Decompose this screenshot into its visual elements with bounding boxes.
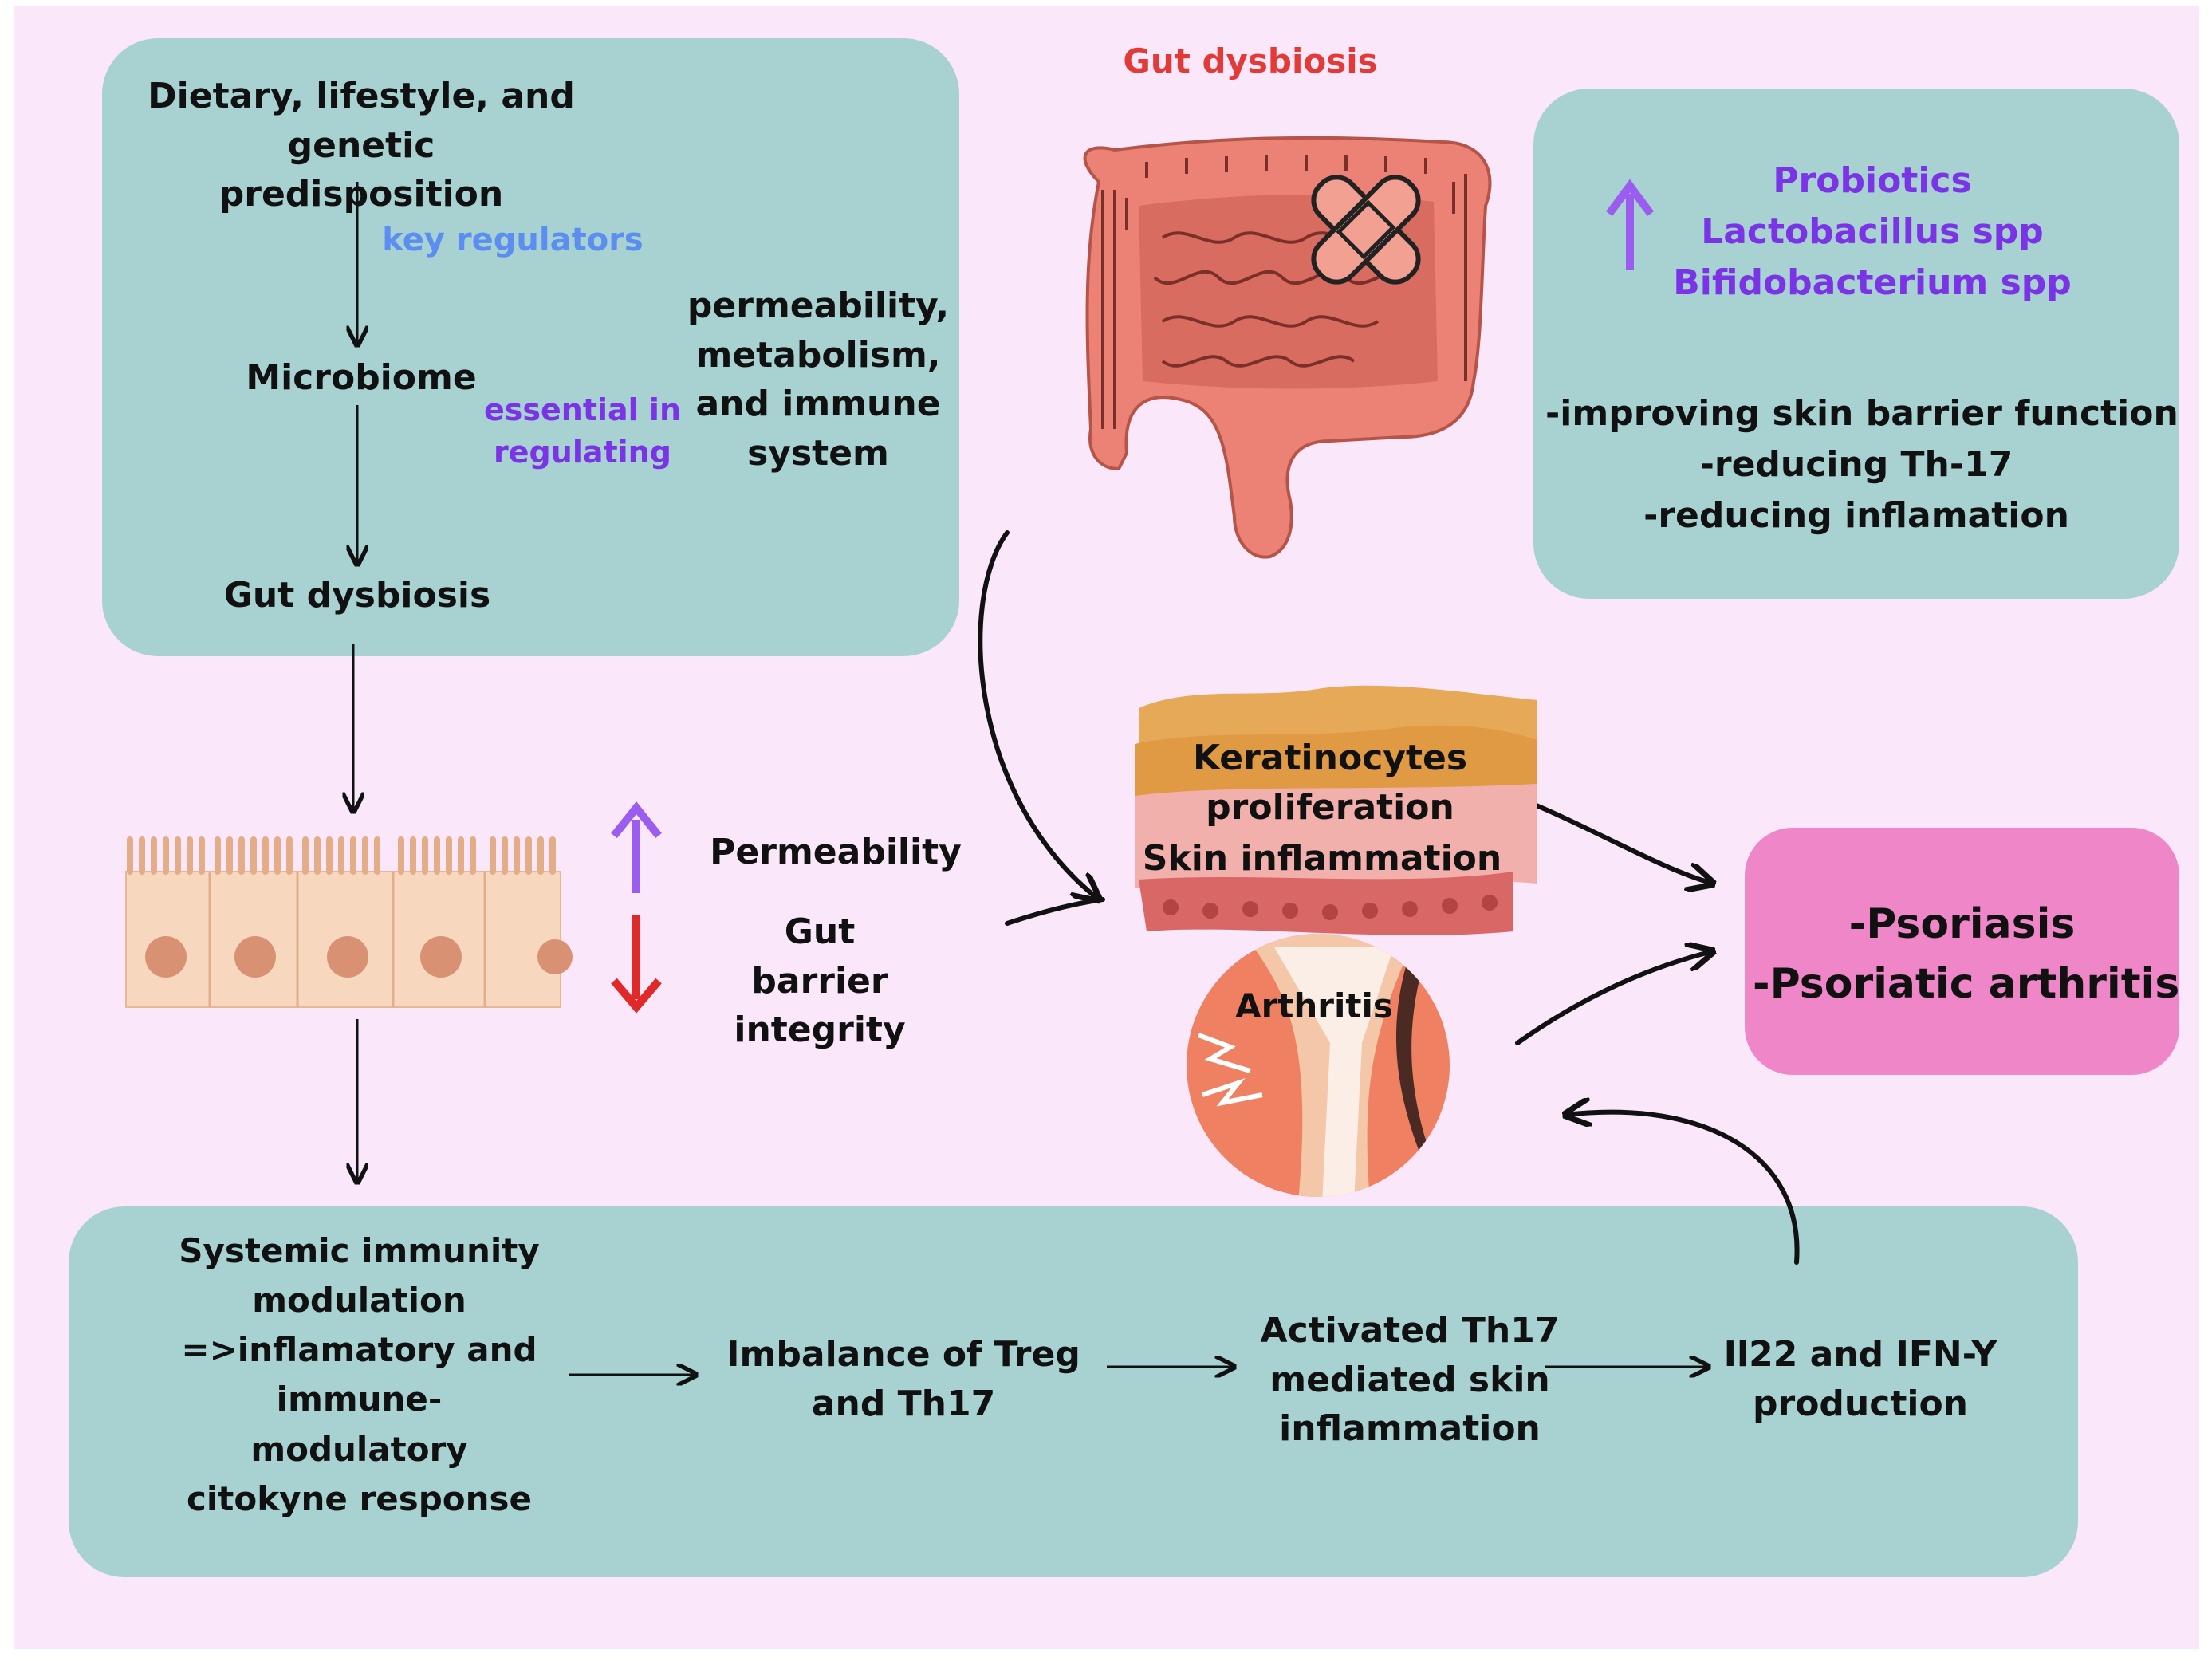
systemic-immunity-label: Systemic immunity modulation =>inflamato…	[179, 1231, 540, 1518]
arthritis-label: Arthritis	[1235, 986, 1393, 1025]
intestinal-epithelium-illustration	[125, 836, 573, 1008]
diagram-canvas: Dietary, lifestyle, and genetic predispo…	[14, 6, 2199, 1649]
lactobacillus-label: Lactobacillus spp	[1701, 211, 2044, 252]
curved-arrows	[978, 530, 1800, 1265]
up-arrow-probiotics	[1605, 179, 1655, 270]
imbalance-label: Imbalance of Treg and Th17	[726, 1334, 1080, 1424]
probiotics-box	[1533, 89, 2179, 599]
intestine-illustration	[1083, 136, 1492, 559]
il22-ifn-label: Il22 and IFN-Y production	[1723, 1334, 1997, 1424]
flow-arrows	[353, 182, 1709, 1375]
skin-inflammation-label: Skin inflammation	[1142, 838, 1502, 879]
gut-dysbiosis-title: Gut dysbiosis	[1123, 41, 1378, 81]
up-arrow-purple	[611, 801, 662, 893]
down-arrow-red	[611, 915, 662, 1014]
microbiome-label: Microbiome	[246, 357, 477, 398]
diagram-graphics	[125, 136, 1800, 1649]
bottom-box	[69, 1206, 2078, 1577]
bifidobacterium-label: Bifidobacterium spp	[1673, 262, 2072, 303]
factors-label: Dietary, lifestyle, and genetic predispo…	[148, 76, 575, 215]
outcome-box	[1745, 828, 2179, 1075]
key-regulators-label: key regulators	[382, 222, 644, 258]
gut-dysbiosis-label: Gut dysbiosis	[223, 575, 491, 616]
joint-illustration	[1187, 934, 1450, 1197]
psoriatic-arthritis-label: -Psoriatic arthritis	[1753, 960, 2180, 1008]
effect-th17: -reducing Th-17	[1699, 444, 2013, 485]
skin-layers-illustration	[1135, 685, 1537, 935]
keratinocytes-label: Keratinocytes proliferation	[1192, 738, 1468, 828]
essential-regulating-label: essential in regulating	[484, 392, 681, 470]
activated-th17-label: Activated Th17 mediated skin inflammatio…	[1260, 1310, 1560, 1450]
permeability-label: Permeability	[710, 832, 962, 872]
top-left-box	[102, 38, 959, 656]
gut-barrier-integrity-label: Gut barrier integrity	[734, 911, 906, 1051]
effect-skin-barrier: -improving skin barrier function	[1545, 393, 2179, 434]
probiotics-label: Probiotics	[1773, 160, 1972, 201]
psoriasis-label: -Psoriasis	[1848, 900, 2076, 948]
functions-label: permeability, metabolism, and immune sys…	[687, 285, 950, 474]
effect-inflammation: -reducing inflamation	[1643, 495, 2069, 536]
